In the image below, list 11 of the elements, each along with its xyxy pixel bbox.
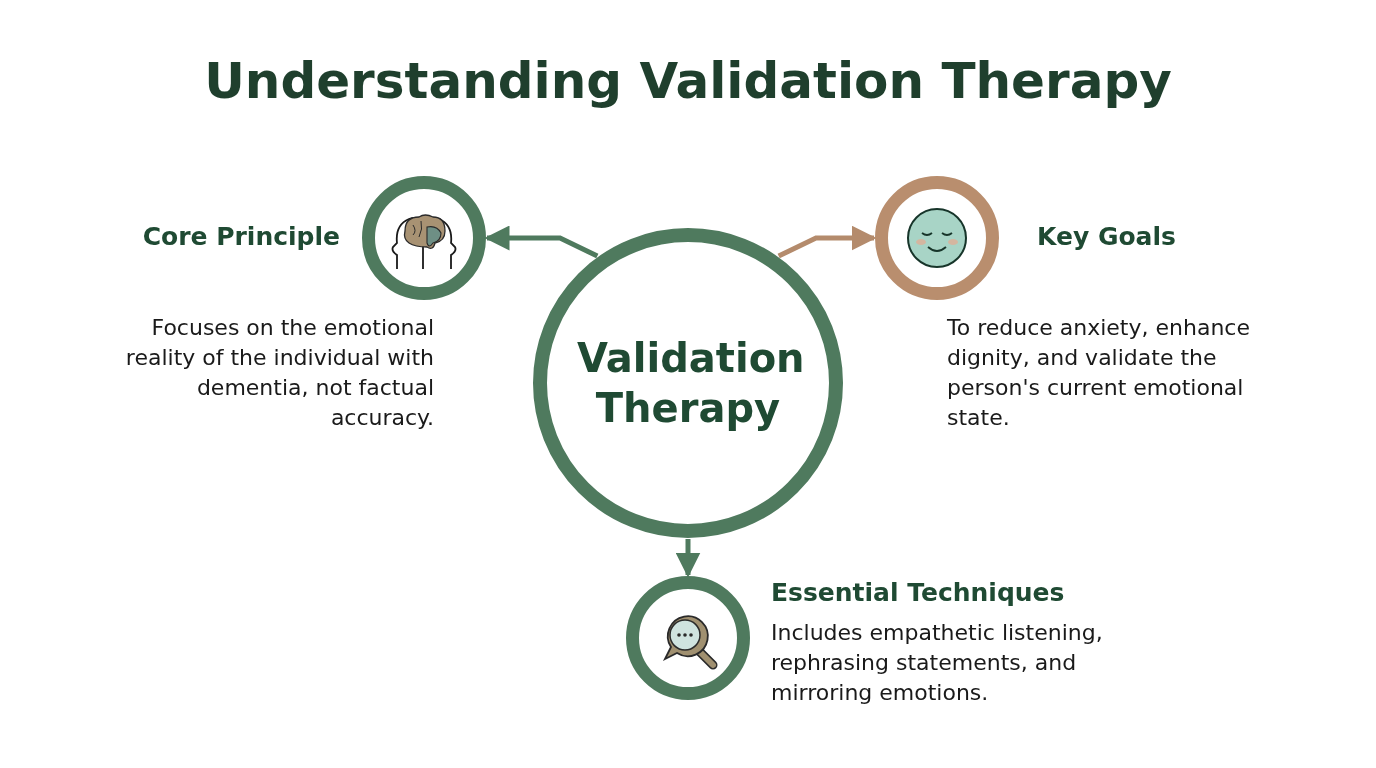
node-heading: Key Goals [1037,222,1177,252]
node-label: Validation Therapy [576,334,806,433]
node-description: Includes empathetic listening, rephrasing statements, and mirroring emotions. [771,619,1104,707]
node-description: Focuses on the emotional reality of the individual with dementia, not factual accuracy. [124,314,434,432]
node-heading: Essential Techniques [771,578,1066,608]
node-description: To reduce anxiety, enhance dignity, and validate the person's current emotional state. [947,314,1251,432]
arrow [484,225,599,259]
arrow [675,539,701,578]
title: Understanding Validation Therapy [203,52,1173,110]
node-heading: Core Principle [141,222,340,252]
arrow [777,225,877,259]
